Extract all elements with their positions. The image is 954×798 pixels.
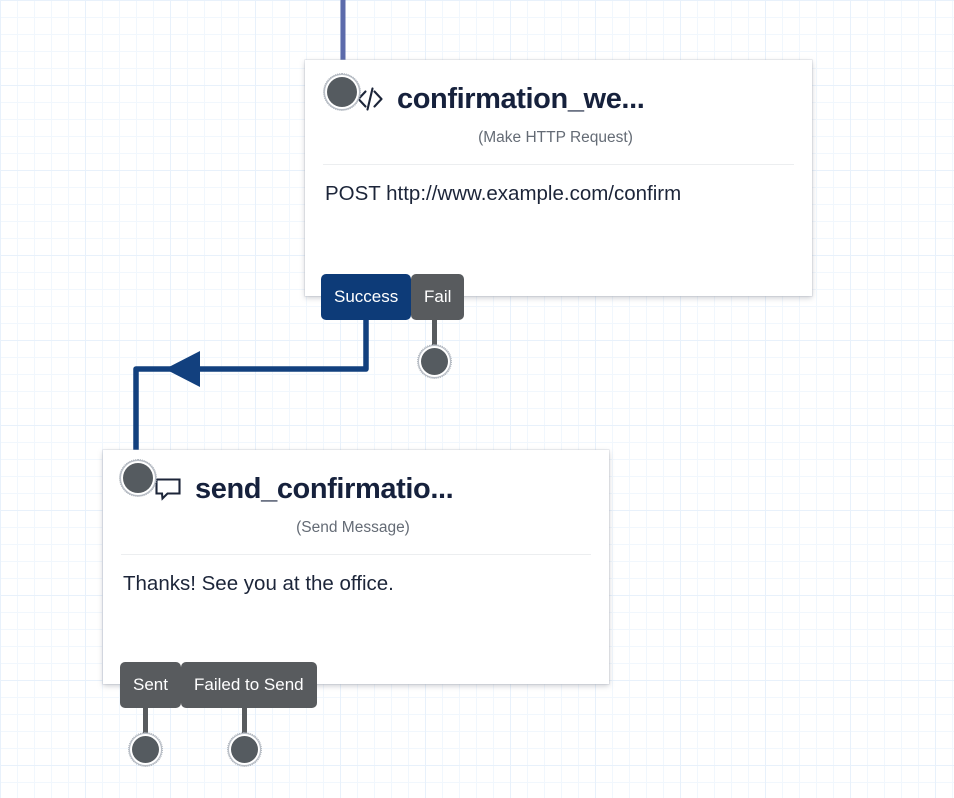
output-handle-sent[interactable] [128,732,163,767]
port-sent-stem [143,706,148,742]
port-success[interactable]: Success [321,274,412,320]
output-handle-failed-to-send[interactable] [227,732,262,767]
port-fail-stem [432,318,437,354]
edge-arrowhead [165,351,200,387]
node-send-confirmation[interactable]: send_confirmatio... (Send Message) Thank… [103,450,609,684]
node-title: confirmation_we... [397,82,645,115]
node-header: send_confirmatio... [103,450,609,506]
node-body-text: Thanks! See you at the office. [123,572,394,595]
node-divider [121,554,591,555]
node-title: send_confirmatio... [195,472,454,505]
node-divider [323,164,794,165]
input-handle-confirmation-webhook[interactable] [323,73,361,111]
message-bubble-icon [151,472,185,506]
port-failed-to-send-stem [242,706,247,742]
node-header: confirmation_we... [305,60,812,116]
port-sent[interactable]: Sent [120,662,181,708]
output-handle-fail[interactable] [417,344,452,379]
port-failed-to-send[interactable]: Failed to Send [181,662,317,708]
input-handle-send-confirmation[interactable] [119,459,157,497]
node-subtitle: (Send Message) [296,519,410,536]
node-confirmation-webhook[interactable]: confirmation_we... (Make HTTP Request) P… [305,60,812,296]
port-fail[interactable]: Fail [411,274,465,320]
node-subtitle: (Make HTTP Request) [478,129,633,146]
node-body-text: POST http://www.example.com/confirm [325,182,682,205]
edge-success-to-send-confirmation [133,318,369,455]
